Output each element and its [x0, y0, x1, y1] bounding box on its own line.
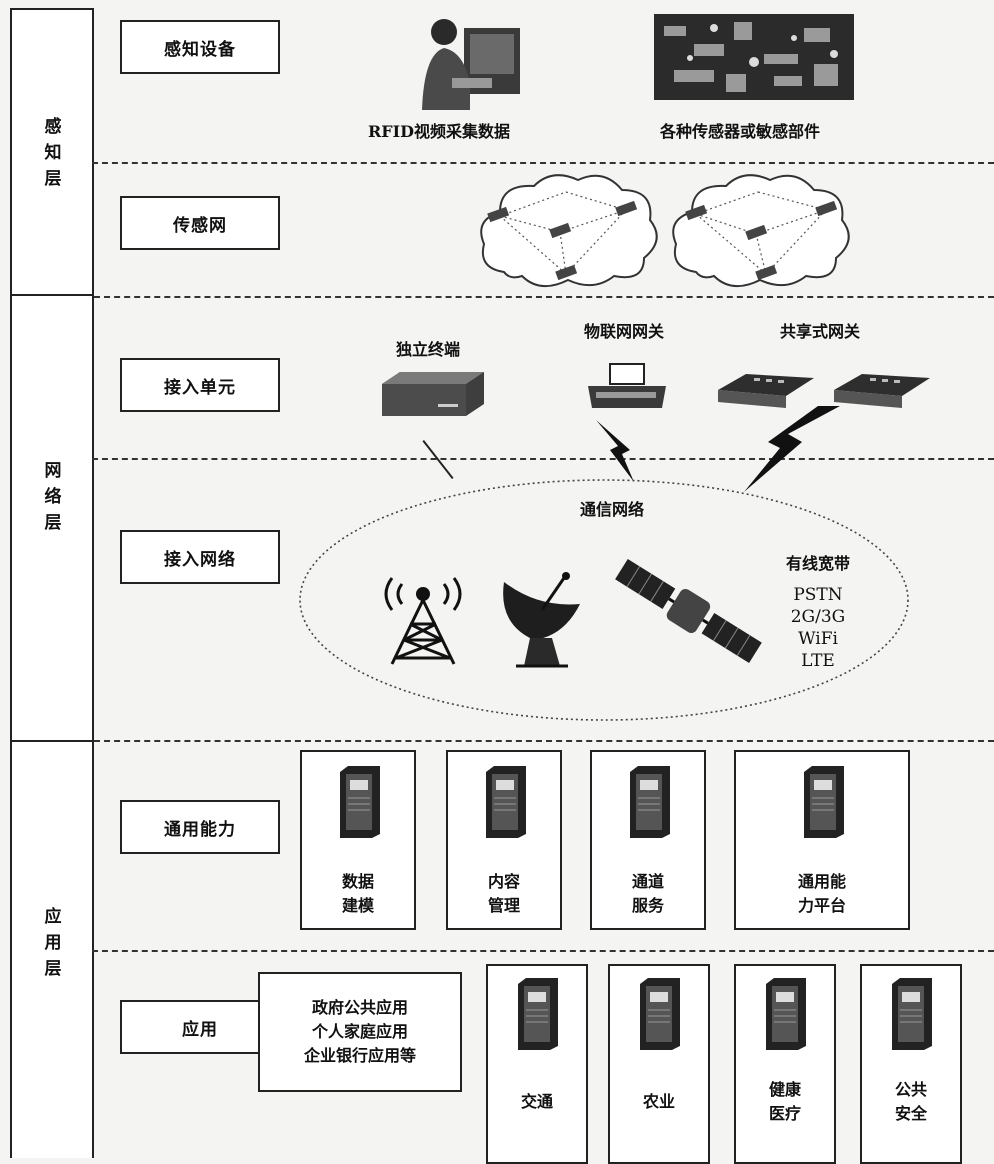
- layer-network-title: 网络层: [44, 461, 62, 533]
- satellite-icon: [615, 558, 762, 664]
- shared-gateway-label: 共享式网关: [780, 322, 861, 341]
- rfid-operator-picture: [422, 19, 520, 110]
- capability-label: 内容 管理: [487, 872, 520, 915]
- server-icon: [766, 978, 806, 1050]
- lightning-bolt-large: [744, 406, 840, 492]
- wired-broadband-item: 2G/3G: [790, 607, 846, 627]
- layer-application-title: 应用层: [44, 907, 62, 979]
- capability-box: 通用能 力平台: [734, 750, 910, 930]
- application-list-item: 企业银行应用等: [303, 1046, 416, 1065]
- iot-gateway-label: 物联网网关: [584, 322, 665, 341]
- cell-tower-icon: [384, 577, 462, 665]
- separator-network-application: [94, 740, 994, 742]
- wired-broadband-block: 有线宽带 PSTN 2G/3G WiFi LTE: [768, 550, 868, 672]
- sensor-caption: 各种传感器或敏感部件: [660, 122, 821, 141]
- separator-capability-application: [92, 950, 994, 952]
- access-network-ellipse: [299, 479, 909, 721]
- application-domain-box: 交通: [486, 964, 588, 1164]
- application-domain-box: 健康 医疗: [734, 964, 836, 1164]
- capability-box: 通道 服务: [590, 750, 706, 930]
- capability-box: 内容 管理: [446, 750, 562, 930]
- shared-gateway-device-right: [834, 374, 930, 408]
- server-icon: [518, 978, 558, 1050]
- rfid-caption: RFID视频采集数据: [368, 122, 511, 141]
- row-application: 应用: [120, 1000, 280, 1054]
- application-domain-box: 公共 安全: [860, 964, 962, 1164]
- application-domain-box: 农业: [608, 964, 710, 1164]
- row-sensor-network: 传感网: [120, 196, 280, 250]
- application-list-box: 政府公共应用 个人家庭应用 企业银行应用等: [258, 972, 462, 1092]
- comm-network-label: 通信网络: [580, 500, 645, 519]
- row-general-capability: 通用能力: [120, 800, 280, 854]
- satellite-dish-icon: [503, 572, 580, 668]
- capability-label: 通用能 力平台: [797, 872, 846, 915]
- application-domain-label: 交通: [520, 1092, 553, 1111]
- wired-broadband-item: PSTN: [793, 585, 843, 605]
- server-icon: [340, 766, 380, 838]
- row-perception-device: 感知设备: [120, 20, 280, 74]
- application-domain-label: 农业: [642, 1092, 675, 1111]
- standalone-terminal-label: 独立终端: [396, 340, 461, 359]
- iot-gateway-device: [588, 363, 666, 408]
- standalone-terminal-device: [382, 372, 484, 416]
- sensor-components-picture: [654, 14, 854, 100]
- separator-unit-network: [92, 458, 994, 460]
- lightning-bolt-small: [596, 420, 634, 482]
- capability-label: 通道 服务: [631, 872, 664, 915]
- shared-gateway-device-left: [718, 374, 814, 408]
- application-domain-label: 公共 安全: [894, 1080, 927, 1123]
- wired-broadband-item: WiFi: [798, 629, 838, 649]
- sensor-network-cloud-right: [672, 174, 850, 287]
- layer-column: [10, 8, 94, 1158]
- capability-box: 数据 建模: [300, 750, 416, 930]
- row-access-unit: 接入单元: [120, 358, 280, 412]
- server-icon: [486, 766, 526, 838]
- wired-broadband-title: 有线宽带: [785, 554, 850, 573]
- server-icon: [630, 766, 670, 838]
- layer-perception-divider: [10, 294, 94, 296]
- sensor-network-cloud-left: [480, 174, 658, 287]
- server-icon: [892, 978, 932, 1050]
- server-icon: [640, 978, 680, 1050]
- row-access-network: 接入网络: [120, 530, 280, 584]
- layer-perception-title: 感知层: [44, 117, 62, 189]
- wired-broadband-item: LTE: [801, 651, 835, 671]
- separator-device-sensor: [92, 162, 994, 164]
- application-domain-label: 健康 医疗: [768, 1080, 801, 1123]
- server-icon: [804, 766, 844, 838]
- application-list-item: 政府公共应用: [311, 998, 408, 1017]
- separator-perception-network: [94, 296, 994, 298]
- capability-label: 数据 建模: [341, 872, 374, 915]
- layer-network-divider: [10, 740, 94, 742]
- application-list-item: 个人家庭应用: [311, 1022, 408, 1041]
